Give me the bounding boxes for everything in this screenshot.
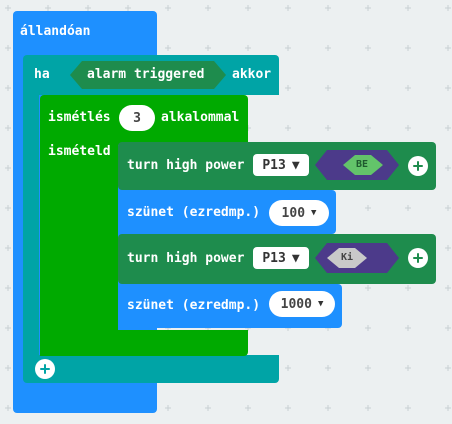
if-block-body-bar <box>23 90 39 358</box>
pin-dropdown[interactable]: P13 ▼ <box>253 154 309 176</box>
chevron-down-icon: ▼ <box>291 157 300 173</box>
pause-label: szünet (ezredmp.) <box>127 205 261 220</box>
pause-label: szünet (ezredmp.) <box>127 298 261 313</box>
condition-label: alarm triggered <box>87 67 205 82</box>
chevron-down-icon: ▼ <box>317 299 324 309</box>
pin-value: P13 <box>262 157 286 173</box>
pin-dropdown[interactable]: P13 ▼ <box>253 247 309 269</box>
repeat-block-footer <box>40 330 248 356</box>
add-else-plus-icon[interactable] <box>35 359 55 379</box>
times-label: alkalommal <box>161 110 240 125</box>
toggle-off-label: Ki <box>341 252 354 263</box>
toggle-on-label: BE <box>356 159 369 170</box>
repeat-count-value: 3 <box>133 110 141 126</box>
repeat-label: ismétlés <box>48 110 111 125</box>
toggle-on-knob <box>343 155 383 175</box>
turn-high-power-label: turn high power <box>127 158 245 173</box>
add-parameter-plus-icon[interactable] <box>408 248 428 268</box>
if-label: ha <box>34 67 50 82</box>
toggle-off-knob <box>327 248 367 268</box>
pause-duration-dropdown[interactable]: 100 ▼ <box>269 200 329 226</box>
if-block-footer[interactable] <box>23 355 279 383</box>
turn-high-power-label: turn high power <box>127 251 245 266</box>
forever-label: állandóan <box>20 24 91 39</box>
pause-duration-value: 100 <box>281 205 306 221</box>
pause-duration-dropdown[interactable]: 1000 ▼ <box>269 291 335 317</box>
then-label: akkor <box>232 67 272 82</box>
add-parameter-plus-icon[interactable] <box>408 156 428 176</box>
condition-block[interactable] <box>70 61 226 89</box>
pin-value: P13 <box>262 250 286 266</box>
repeat-block-body-bar <box>40 140 118 356</box>
repeat-count-input[interactable]: 3 <box>119 105 155 131</box>
pause-duration-value: 1000 <box>280 296 312 312</box>
chevron-down-icon: ▼ <box>291 250 300 266</box>
do-label: ismételd <box>48 144 111 159</box>
chevron-down-icon: ▼ <box>311 208 317 218</box>
